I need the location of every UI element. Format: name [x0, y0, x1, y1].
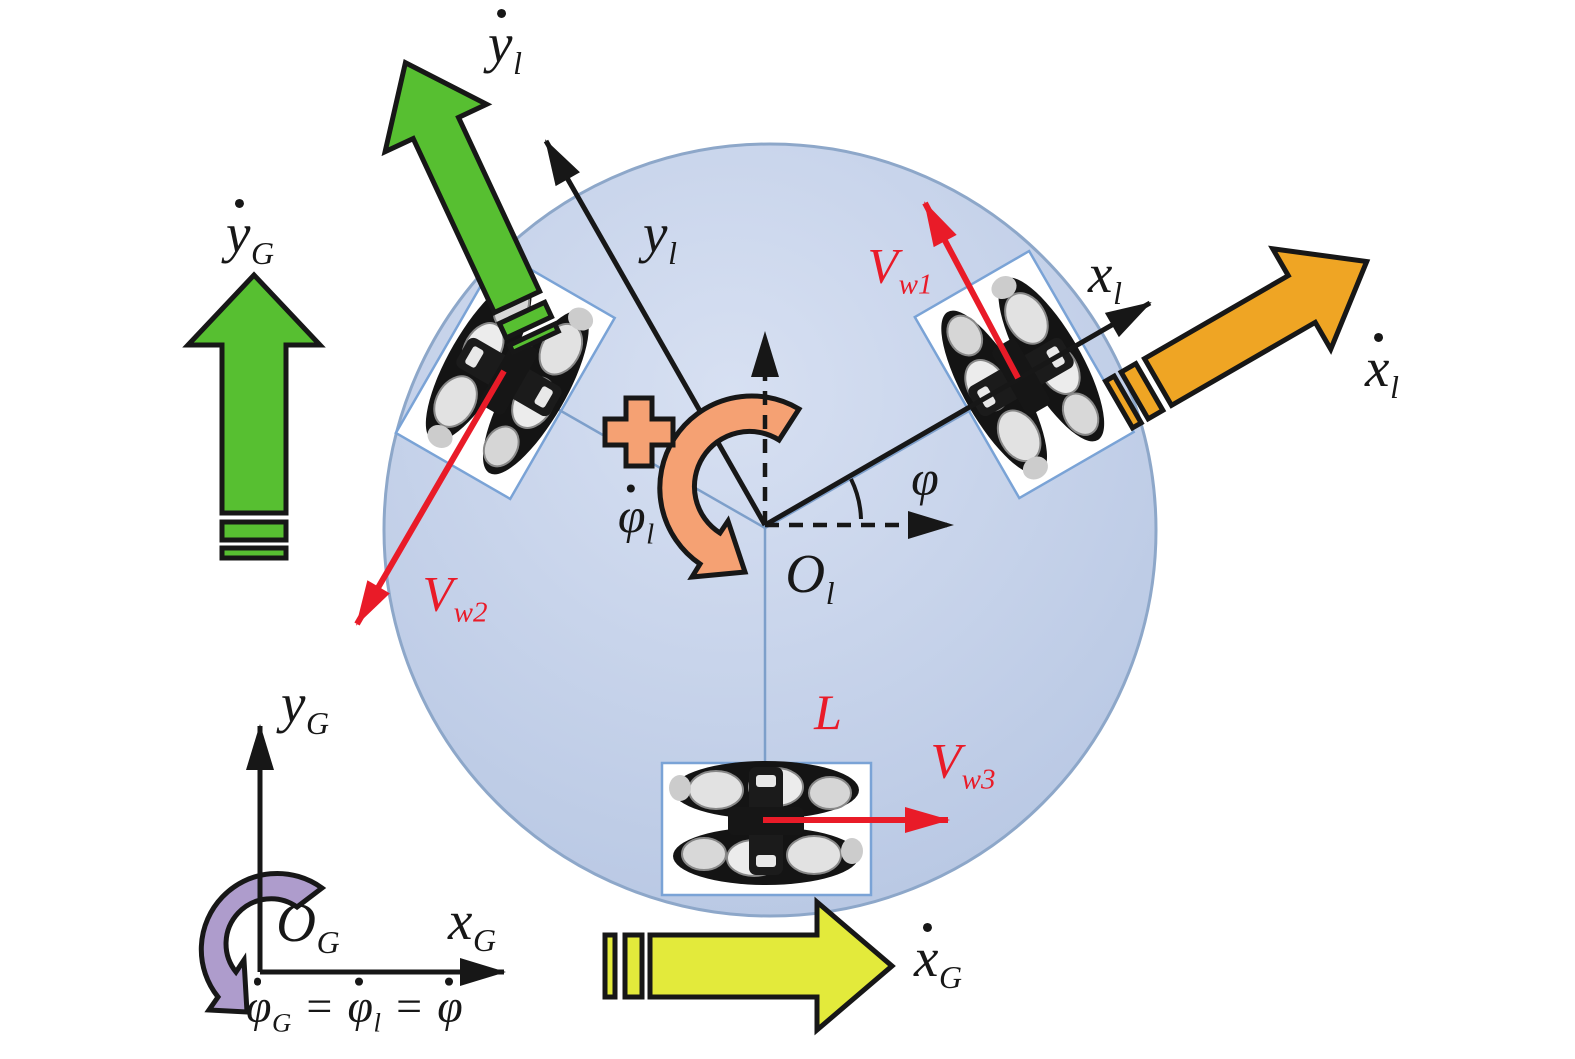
heading-angle-arc	[849, 478, 863, 520]
global-x-velocity-arrow	[602, 896, 896, 1036]
local-y-axis	[543, 139, 768, 527]
wheel1-velocity-vector	[922, 201, 1021, 380]
local-x-axis	[763, 300, 1152, 528]
global-y-velocity-arrow	[182, 271, 326, 561]
positive-direction-plus-icon	[602, 395, 676, 469]
local-y-velocity-arrow	[381, 59, 562, 356]
global-yaw-rotation-arrow	[198, 870, 327, 1015]
yaw-rotation-arrow	[657, 393, 803, 580]
wheel2-velocity-vector	[354, 369, 507, 626]
wheel-velocity-vectors	[354, 201, 1021, 833]
local-x-velocity-arrow	[1102, 245, 1371, 432]
